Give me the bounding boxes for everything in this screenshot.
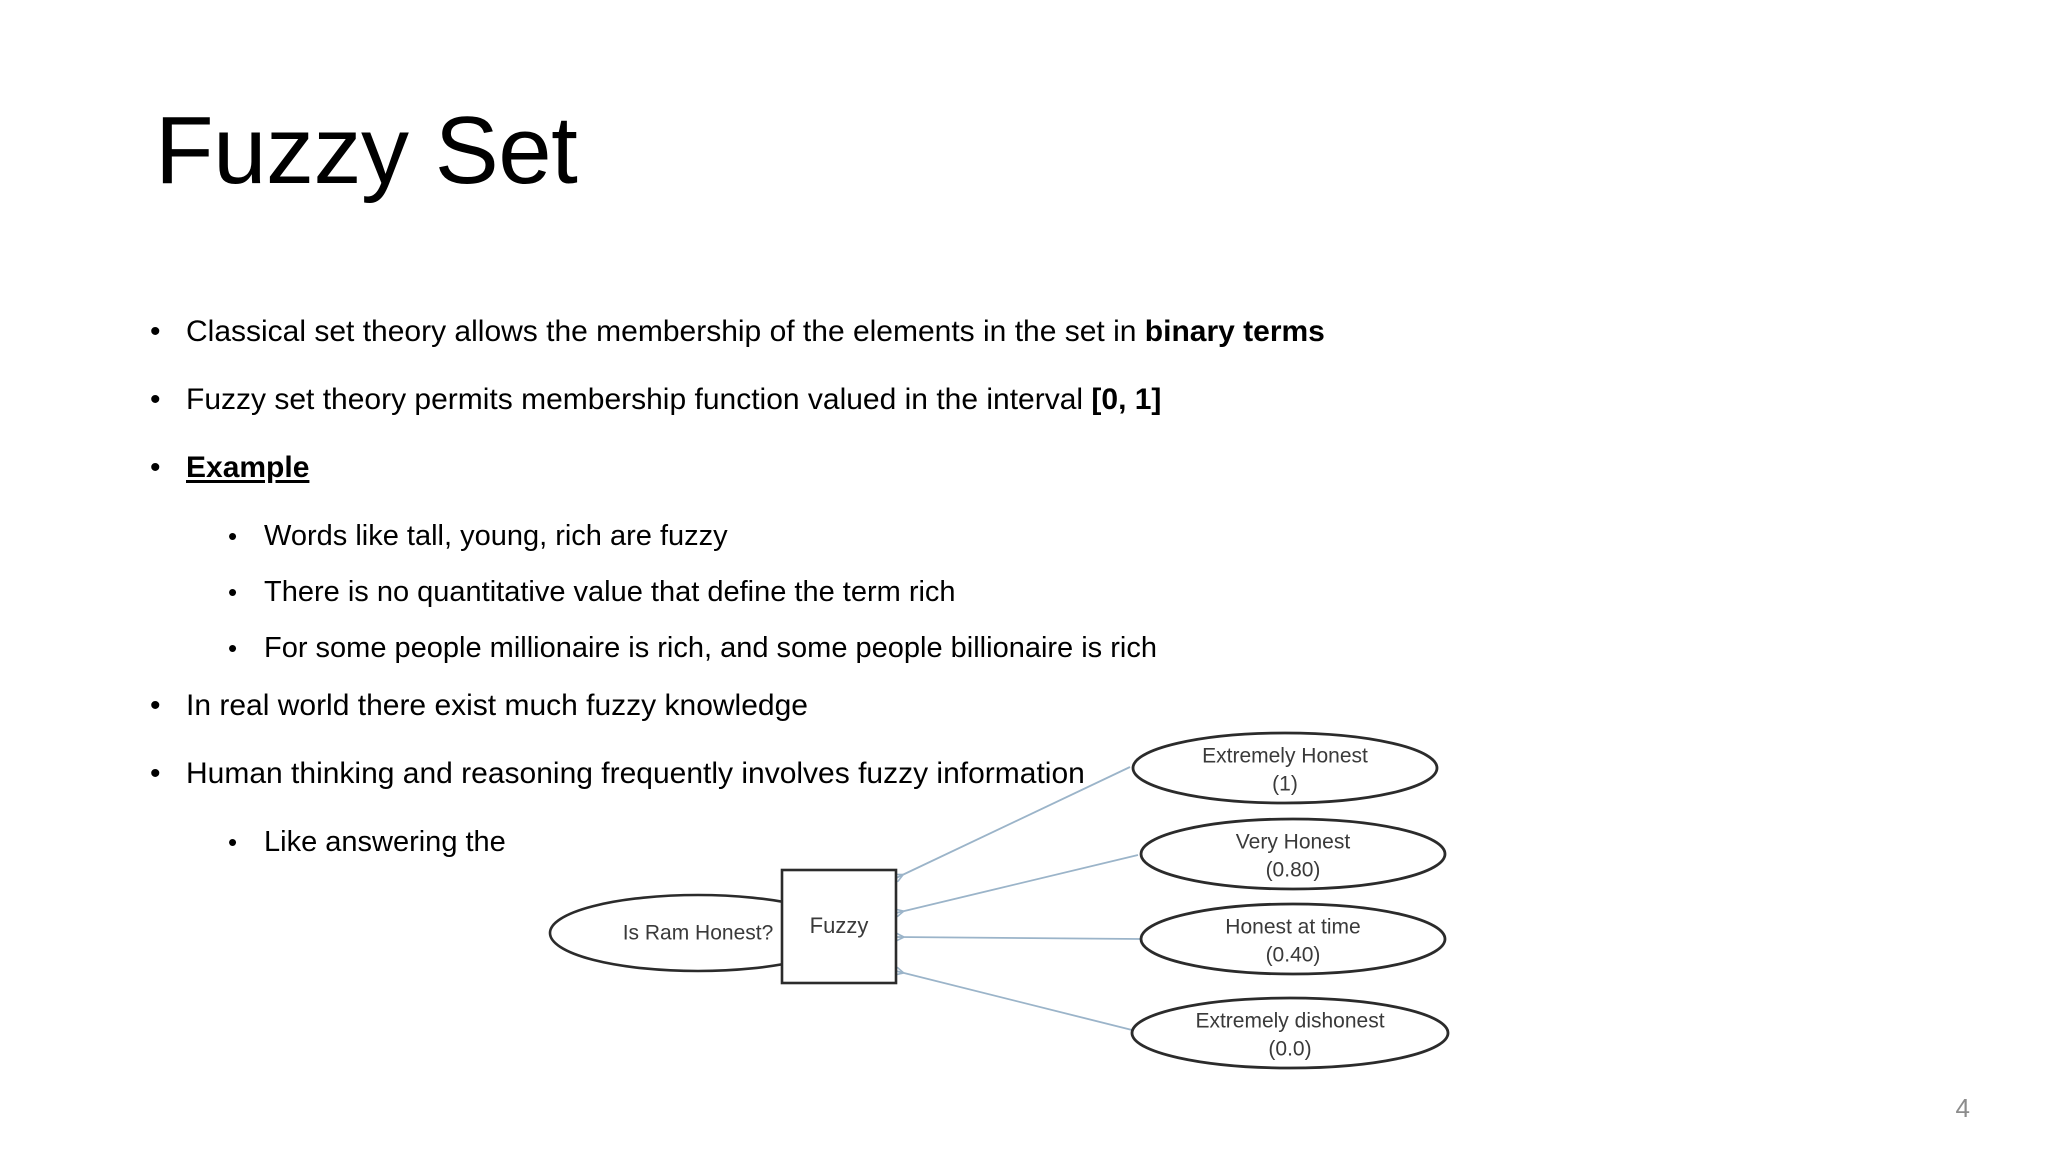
bullet-text-bold: [0, 1] <box>1091 383 1162 416</box>
bullet-marker-icon: • <box>150 451 161 484</box>
page-number: 4 <box>1955 1093 1970 1123</box>
diagram-node-question: Is Ram Honest? <box>548 893 848 973</box>
node-value-outcome-2: (0.80) <box>1266 859 1321 882</box>
node-label-outcome-4: Extremely dishonest <box>1195 1010 1384 1033</box>
bullet-item-like-answering: • Like answering the <box>150 820 1650 864</box>
bullet-marker-icon: • <box>228 633 238 663</box>
bullet-marker-icon: • <box>228 827 238 857</box>
node-label-outcome-2: Very Honest <box>1236 831 1351 854</box>
bullet-text: In real world there exist much fuzzy kno… <box>186 689 808 722</box>
bullet-text: Fuzzy set theory permits membership func… <box>186 378 1161 422</box>
bullet-text-bold: binary terms <box>1144 315 1325 348</box>
bullet-text: Example <box>186 451 310 484</box>
arrow-extremely-dishonest <box>896 971 1137 1032</box>
bullet-marker-icon: • <box>228 521 238 551</box>
slide-body: • Classical set theory allows the member… <box>150 310 1650 876</box>
bullet-item-words-like-tall: • Words like tall, young, rich are fuzzy <box>150 514 1650 558</box>
diagram-node-fuzzy: Fuzzy <box>780 868 898 985</box>
diagram-node-outcome-4: Extremely dishonest (0.0) <box>1130 996 1450 1070</box>
bullet-item-classical-set-theory: • Classical set theory allows the member… <box>150 310 1650 354</box>
bullet-text: Human thinking and reasoning frequently … <box>186 757 1085 790</box>
node-label-fuzzy: Fuzzy <box>810 913 869 938</box>
fuzzy-inference-diagram: Is Ram Honest? Fuzzy Extremely Honest (1… <box>530 715 1530 1085</box>
bullet-text: Classical set theory allows the membersh… <box>186 310 1325 354</box>
node-label-outcome-1: Extremely Honest <box>1202 745 1368 768</box>
bullet-text: Words like tall, young, rich are fuzzy <box>264 520 728 552</box>
bullet-text-normal: Classical set theory allows the membersh… <box>186 315 1145 348</box>
node-label-outcome-3: Honest at time <box>1225 916 1360 939</box>
ellipse-shape <box>1139 817 1447 891</box>
bullet-marker-icon: • <box>150 315 161 348</box>
bullet-item-human-thinking: • Human thinking and reasoning frequentl… <box>150 752 1650 796</box>
bullet-item-no-quantitative-value: • There is no quantitative value that de… <box>150 570 1650 614</box>
node-label-question: Is Ram Honest? <box>623 922 774 945</box>
bullet-text-normal: Fuzzy set theory permits membership func… <box>186 383 1092 416</box>
bullet-marker-icon: • <box>150 757 161 790</box>
arrow-honest-at-time <box>896 937 1141 939</box>
node-value-outcome-4: (0.0) <box>1268 1038 1311 1061</box>
diagram-node-outcome-1: Extremely Honest (1) <box>1131 731 1439 805</box>
bullet-item-millionaire-billionaire: • For some people millionaire is rich, a… <box>150 626 1650 670</box>
bullet-text: There is no quantitative value that defi… <box>264 576 956 608</box>
arrow-very-honest <box>896 854 1139 913</box>
bullet-text: Like answering the <box>264 826 506 858</box>
ellipse-shape <box>1131 731 1439 805</box>
node-value-outcome-1: (1) <box>1272 773 1298 796</box>
rect-shape <box>780 868 898 985</box>
bullet-marker-icon: • <box>150 383 161 416</box>
bullet-item-fuzzy-set-theory: • Fuzzy set theory permits membership fu… <box>150 378 1650 422</box>
arrow-extremely-honest <box>896 766 1131 878</box>
diagram-node-outcome-2: Very Honest (0.80) <box>1139 817 1447 891</box>
diagram-arrows <box>896 766 1141 1032</box>
bullet-text: For some people millionaire is rich, and… <box>264 632 1157 664</box>
bullet-item-example: • Example <box>150 446 1650 490</box>
bullet-item-real-world-fuzzy-knowledge: • In real world there exist much fuzzy k… <box>150 684 1650 728</box>
diagram-node-outcome-3: Honest at time (0.40) <box>1139 902 1447 976</box>
bullet-marker-icon: • <box>228 577 238 607</box>
node-value-outcome-3: (0.40) <box>1266 944 1321 967</box>
ellipse-shape <box>1139 902 1447 976</box>
page-title: Fuzzy Set <box>155 97 578 204</box>
bullet-marker-icon: • <box>150 689 161 722</box>
ellipse-shape <box>1130 996 1450 1070</box>
